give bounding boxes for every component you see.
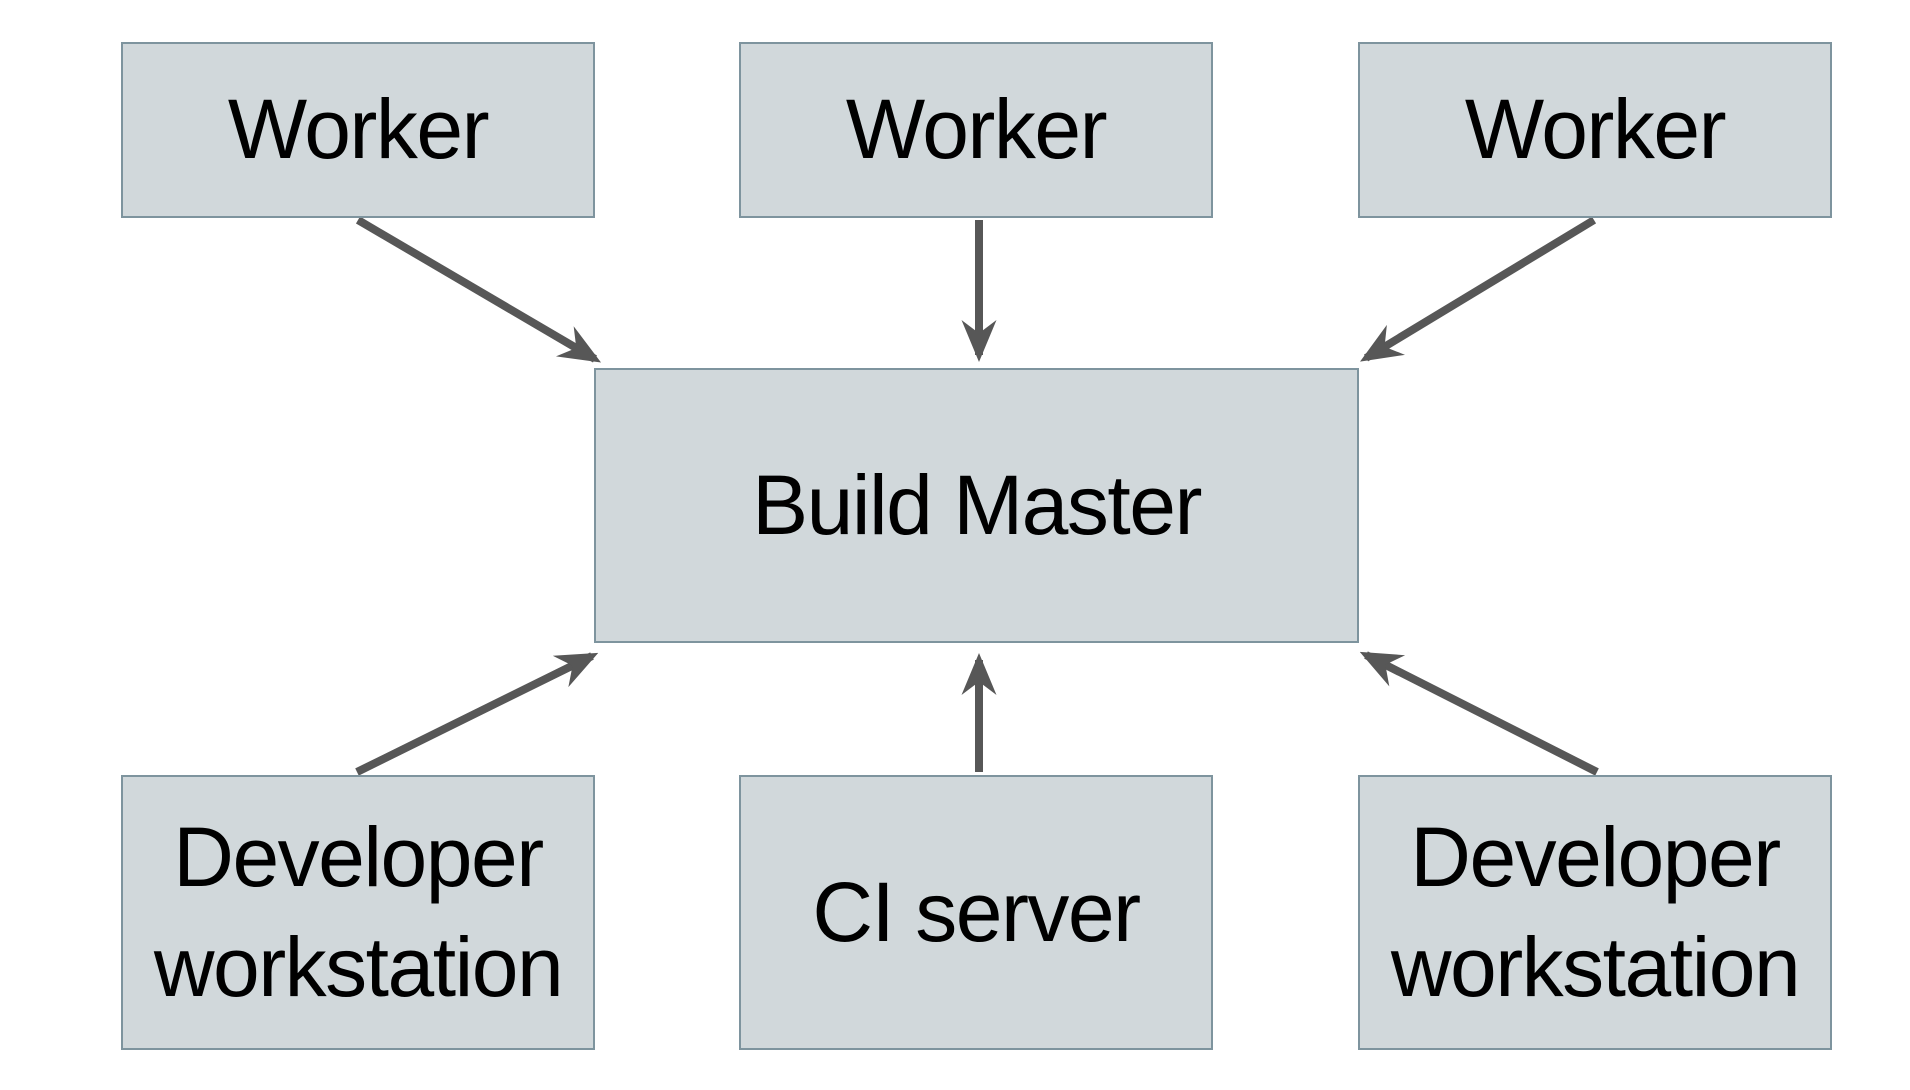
node-developer-workstation-right: Developer workstation — [1358, 775, 1832, 1050]
node-ci-server-label: CI server — [812, 864, 1141, 959]
node-worker-2: Worker — [739, 42, 1213, 218]
edge-developer-workstation-right-to-build-master — [1359, 651, 1599, 776]
edge-worker-1-to-build-master — [355, 216, 602, 363]
node-developer-workstation-left: Developer workstation — [121, 775, 595, 1050]
node-worker-3: Worker — [1358, 42, 1832, 218]
edge-worker-3-to-build-master — [1360, 216, 1597, 362]
node-developer-workstation-right-label: Developer workstation — [1390, 810, 1801, 1014]
node-developer-workstation-left-label: Developer workstation — [153, 810, 564, 1014]
node-worker-2-label: Worker — [845, 82, 1108, 177]
node-ci-server: CI server — [739, 775, 1213, 1050]
node-worker-1-label: Worker — [227, 82, 490, 177]
node-worker-3-label: Worker — [1464, 82, 1727, 177]
node-build-master-label: Build Master — [752, 457, 1202, 552]
edge-developer-workstation-left-to-build-master — [355, 652, 599, 776]
node-worker-1: Worker — [121, 42, 595, 218]
node-build-master: Build Master — [594, 368, 1359, 643]
